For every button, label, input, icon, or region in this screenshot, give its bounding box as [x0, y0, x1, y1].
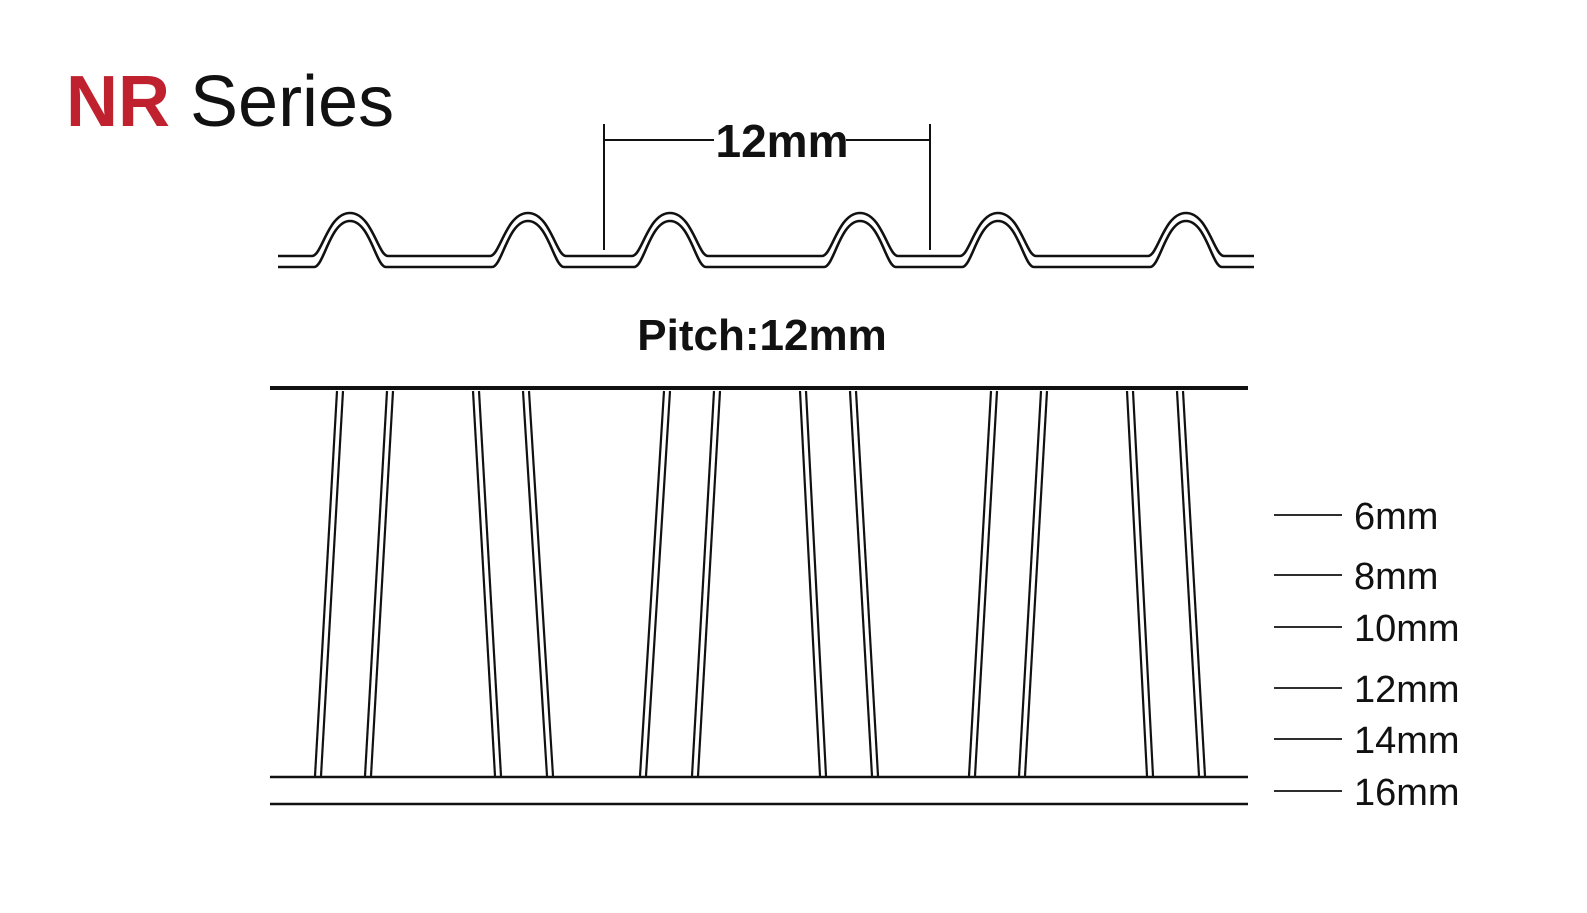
- series-title: NR Series: [66, 66, 394, 138]
- wire-strand-6-a: [690, 390, 716, 777]
- series-name: Series: [190, 62, 395, 142]
- wire-strand-3-a: [471, 390, 497, 777]
- wire-strand-10-a: [1017, 390, 1043, 777]
- width-label: 10mm: [1354, 608, 1460, 650]
- profile-inner-line: [278, 219, 1254, 269]
- wire-strand-1-a: [313, 390, 339, 777]
- wire-strand-7-b: [804, 390, 828, 777]
- wire-strands: [313, 390, 1207, 777]
- width-scale: 6mm 8mm 10mm 12mm 14mm 16mm: [1274, 496, 1460, 814]
- width-label: 6mm: [1354, 496, 1438, 538]
- pitch-dimension: [603, 124, 931, 250]
- wire-strand-1-b: [319, 390, 345, 777]
- series-prefix: NR: [66, 62, 170, 142]
- wire-strand-11-b: [1131, 390, 1155, 777]
- wire-strand-9-b: [973, 390, 999, 777]
- wire-strand-5-b: [644, 390, 672, 777]
- wire-strand-5-a: [638, 390, 666, 777]
- width-label: 16mm: [1354, 772, 1460, 814]
- wire-strand-7-a: [798, 390, 822, 777]
- wire-strand-11-a: [1125, 390, 1149, 777]
- wire-strand-8-a: [848, 390, 874, 777]
- pitch-label: Pitch:12mm: [637, 311, 886, 360]
- wire-strand-4-a: [521, 390, 549, 777]
- wire-strand-3-b: [477, 390, 503, 777]
- wire-strand-2-b: [369, 390, 395, 777]
- wire-strand-10-b: [1023, 390, 1049, 777]
- wire-strand-2-a: [363, 390, 389, 777]
- wire-strand-12-a: [1175, 390, 1201, 777]
- wire-strand-4-b: [527, 390, 555, 777]
- wire-strand-9-a: [967, 390, 993, 777]
- pitch-dimension-label: 12mm: [716, 115, 849, 167]
- wire-strand-12-b: [1181, 390, 1207, 777]
- wire-strand-8-b: [854, 390, 880, 777]
- width-label: 12mm: [1354, 669, 1460, 711]
- mesh-face-view: [270, 386, 1248, 806]
- wire-strand-6-b: [696, 390, 722, 777]
- mesh-profile: [278, 211, 1254, 269]
- width-label: 14mm: [1354, 720, 1460, 762]
- width-label: 8mm: [1354, 556, 1438, 598]
- profile-outer-line: [278, 211, 1254, 258]
